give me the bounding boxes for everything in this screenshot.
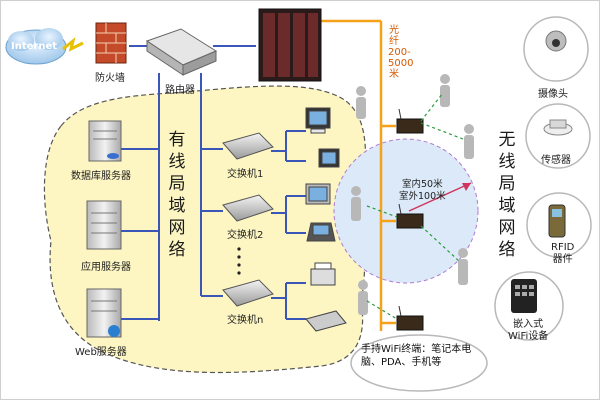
more-switches-dots — [237, 247, 241, 275]
person-icon — [464, 124, 474, 159]
db-server-label: 数据库服务器 — [71, 171, 131, 182]
db-server-icon — [88, 120, 122, 162]
web-server-icon — [86, 288, 122, 338]
sensor-device-circle — [525, 103, 591, 169]
person-icon — [356, 86, 366, 119]
wifi-access-point-icon — [396, 108, 424, 134]
range-arrow — [408, 182, 472, 212]
person-icon — [351, 186, 361, 221]
switch1-icon — [222, 132, 274, 160]
sensor-icon — [543, 119, 573, 136]
wireless-lan-title: 无 线 局 域 网 络 — [498, 130, 516, 260]
desktop-pc-icon — [318, 148, 340, 168]
scanner-icon — [305, 310, 347, 332]
wired-lan-title: 有 线 局 域 网 络 — [168, 130, 186, 260]
wired-links — [121, 45, 306, 321]
wifi-coverage-circle — [333, 138, 479, 284]
person-icon — [358, 280, 368, 315]
wireless-links — [366, 92, 464, 320]
fiber-line — [321, 19, 396, 331]
internet-label: Internet — [11, 41, 58, 52]
desktop-pc-icon — [305, 183, 331, 205]
person-icon — [440, 74, 450, 107]
embedded-label: 嵌入式 WiFi设备 — [508, 319, 549, 342]
rfid-label: RFID 器件 — [551, 242, 575, 265]
switchn-label: 交换机n — [227, 315, 264, 326]
switch1-label: 交换机1 — [227, 169, 264, 180]
camera-label: 摄像头 — [538, 89, 568, 100]
handheld-terminal-label: 手持WiFi终端：笔记本电脑、PDA、手机等 — [361, 344, 472, 368]
desktop-pc-icon — [305, 107, 331, 134]
wifi-access-point-icon — [396, 203, 424, 229]
switch2-icon — [222, 194, 274, 222]
sensor-label: 传感器 — [541, 155, 571, 166]
person-icon — [458, 248, 468, 285]
range-arrowhead — [462, 183, 471, 191]
handheld-terminal-ellipse — [350, 334, 488, 392]
laptop-icon — [306, 222, 336, 242]
core-server-rack-icon — [258, 8, 322, 82]
switch2-label: 交换机2 — [227, 230, 264, 241]
fiber-label: 光纤200-5000米 — [388, 25, 414, 80]
embedded-device-icon — [511, 279, 537, 313]
firewall-label: 防火墙 — [95, 73, 125, 84]
camera-icon — [545, 30, 567, 52]
internet-cloud-icon — [5, 28, 67, 65]
switchn-icon — [222, 279, 274, 307]
app-server-icon — [86, 200, 122, 250]
web-server-label: Web服务器 — [75, 347, 127, 358]
wifi-access-point-icon — [396, 305, 424, 331]
printer-icon — [310, 262, 336, 286]
coverage-range-text: 室内50米 室外100米 — [399, 179, 446, 202]
lightning-icon — [62, 37, 84, 52]
rfid-reader-icon — [548, 204, 566, 238]
app-server-label: 应用服务器 — [81, 262, 131, 273]
router-icon — [145, 28, 218, 76]
firewall-icon — [95, 22, 127, 64]
router-label: 路由器 — [165, 85, 195, 96]
